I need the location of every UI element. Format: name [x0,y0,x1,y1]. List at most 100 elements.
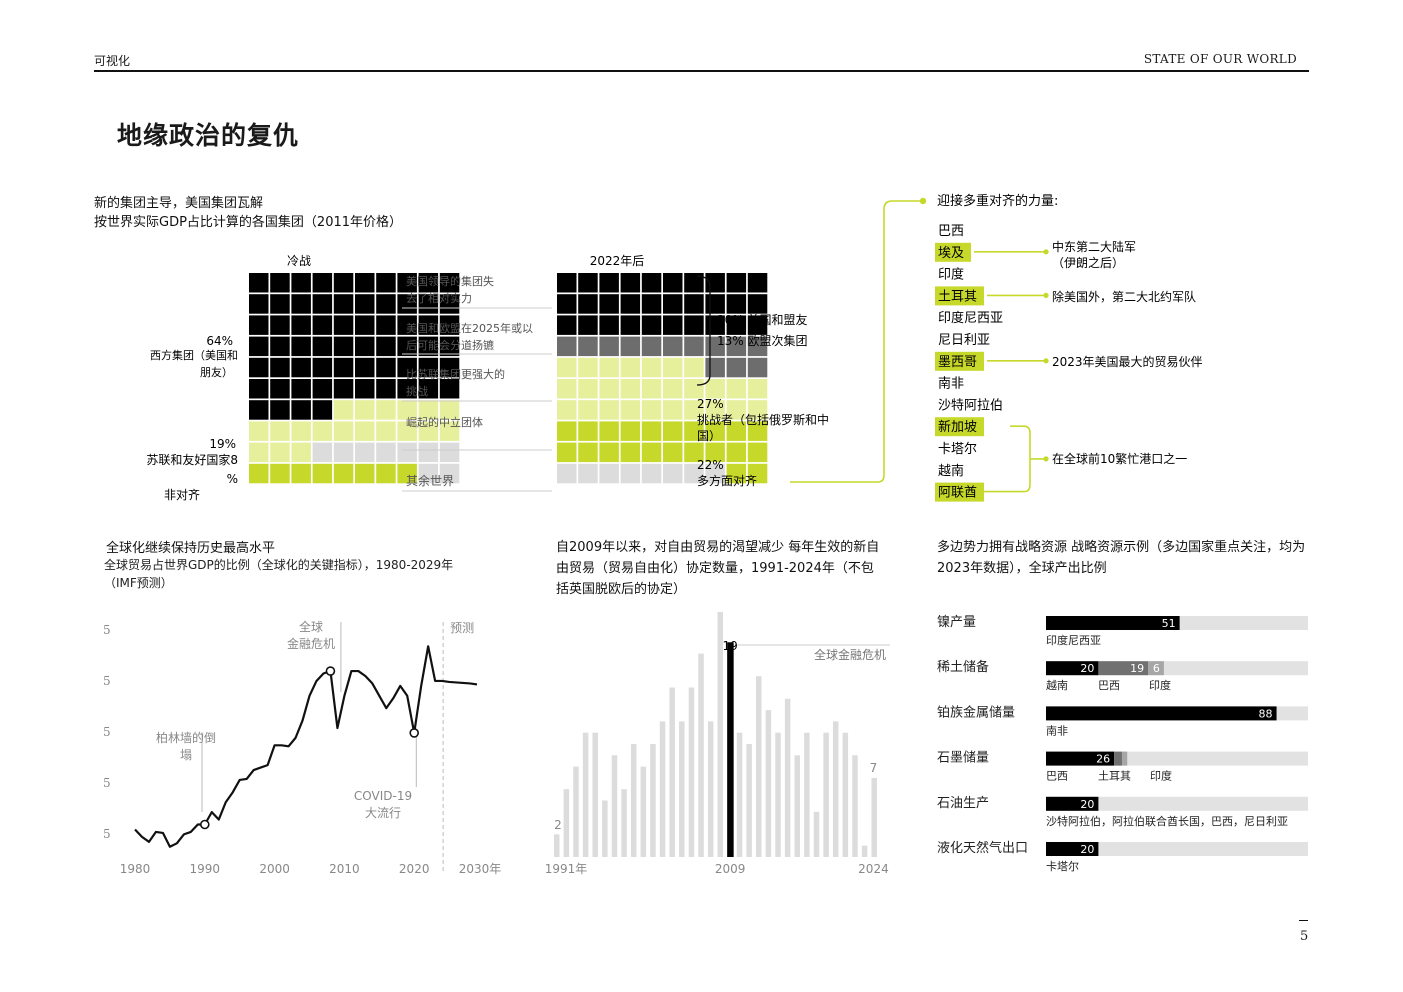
cold-war-waffle-cell [439,400,460,420]
resource-label: 石油生产 [937,796,989,811]
fta-bar [698,653,704,857]
fta-bar [852,755,858,857]
post-2022-waffle-cell [726,294,747,314]
cold-war-waffle-cell [333,315,354,335]
post-2022-waffle-cell [726,336,747,357]
section-label: 可视化 [94,54,131,68]
callout-dot [1043,249,1049,255]
cold-war-waffle-cell [355,273,375,293]
cold-war-waffle-cell [333,400,354,420]
x-tick-label: 2009 [715,862,746,876]
post-2022-waffle-cell [663,336,683,357]
cold-war-waffle-cell [291,357,311,378]
cold-war-waffle-cell [376,294,396,314]
alignment-title: 迎接多重对齐的力量: [937,193,1058,209]
post-2022-waffle-cell [557,379,577,399]
cold-war-waffle-cell [291,336,311,357]
cold-war-waffle-cell [418,421,439,441]
event-marker [325,666,336,676]
resource-bar-segment [1121,751,1128,766]
cold-war-waffle-cell [312,421,333,441]
resource-bar-segment [1046,706,1277,721]
cold-war-waffle-cell [291,379,311,399]
resource-bar-segment [1098,661,1149,676]
cold-war-waffle-cell [376,336,396,357]
fta-bar [736,732,743,857]
x-tick-label: 2024 [858,862,889,876]
resources-chart-title: 多边势力拥有战略资源 战略资源示例（多边国家重点关注，均为2023年数据），全球… [937,540,1306,576]
egypt-note: 中东第二大陆军（伊朗之后） [1052,239,1136,270]
peak-value-label: 19 [723,639,738,653]
cold-war-waffle-cell [355,315,375,335]
post-2022-waffle-cell [641,357,662,378]
middle-note: 其余世界 [406,473,454,488]
event-marker [200,819,210,830]
fta-bar [794,755,800,857]
cold-war-waffle-cell [355,379,375,399]
x-tick-label: 1990 [190,862,221,876]
cold-war-waffle-cell [270,315,290,335]
cold-war-waffle-cell [439,273,460,293]
cold-war-waffle-cell [333,336,354,357]
post-2022-waffle-cell [705,379,725,399]
cold-war-waffle-cell [249,336,269,357]
cold-war-waffle-cell [418,463,439,484]
post-2022-waffle-cell [578,400,598,420]
cold-war-waffle-cell [376,442,396,463]
post-2022-waffle-cell [726,357,747,378]
cold-war-waffle-cell [376,315,396,335]
cold-war-waffle-cell [312,400,333,420]
post-2022-waffle-cell [705,421,725,441]
post-2022-waffle-cell [620,315,641,335]
post-2022-waffle-cell [620,294,641,314]
cold-war-waffle-cell [312,379,333,399]
cold-war-waffle-cell [270,442,290,463]
cold-war-waffle-cell [376,273,396,293]
country-name: 尼日利亚 [938,333,990,348]
post-2022-waffle-cell [705,463,725,484]
post-2022-waffle-cell [557,294,577,314]
connector-dot [919,197,927,205]
post-2022-waffle-cell [599,442,619,463]
page-number-dash [1299,920,1308,921]
cold-war-waffle-cell [333,421,354,441]
post-2022-waffle-cell [663,421,683,441]
cold-war-waffle-cell [397,315,417,335]
post-2022-waffle-cell [684,315,704,335]
page-number: 5 [1300,929,1309,944]
fta-bar [823,732,829,857]
cold-war-waffle-cell [397,400,417,420]
post-2022-waffle-cell [578,442,598,463]
cold-war-waffle-cell [333,357,354,378]
berlin-annotation: 柏林墙的倒塌 [156,730,216,762]
country-highlight [935,286,984,306]
country-name: 沙特阿拉伯 [938,398,1003,413]
post-2022-waffle-cell [641,421,662,441]
post-2022-waffle-cell [599,421,619,441]
resource-label: 稀土储备 [937,659,989,675]
first-value-label: 2 [554,818,562,832]
fta-bar [756,676,762,857]
country-name: 越南 [938,463,964,479]
fta-bar [573,766,579,857]
fta-chart-title: 自2009年以来，对自由贸易的渴望减少 每年生效的新自由贸易（贸易自由化）协定数… [556,540,880,597]
post-2022-waffle-cell [726,421,747,441]
cold-war-waffle-cell [249,442,269,463]
post-2022-waffle-cell [684,273,704,293]
fta-bar [592,732,598,857]
cold-war-waffle-cell [376,400,396,420]
resource-country: 印度尼西亚 [1046,633,1101,647]
post-2022-waffle-cell [663,379,683,399]
fta-bar [707,721,714,857]
post-2022-waffle-cell [557,400,577,420]
page-title: 地缘政治的复仇 [117,121,300,150]
cold-war-waffle-cell [355,463,375,484]
x-tick-label: 2020 [399,862,430,876]
gfc-annotation: 全球金融危机 [287,619,335,651]
cold-war-waffle-cell [270,421,290,441]
post-2022-waffle-cell [620,421,641,441]
post-2022-waffle-cell [599,400,619,420]
cold-war-waffle-cell [397,336,417,357]
